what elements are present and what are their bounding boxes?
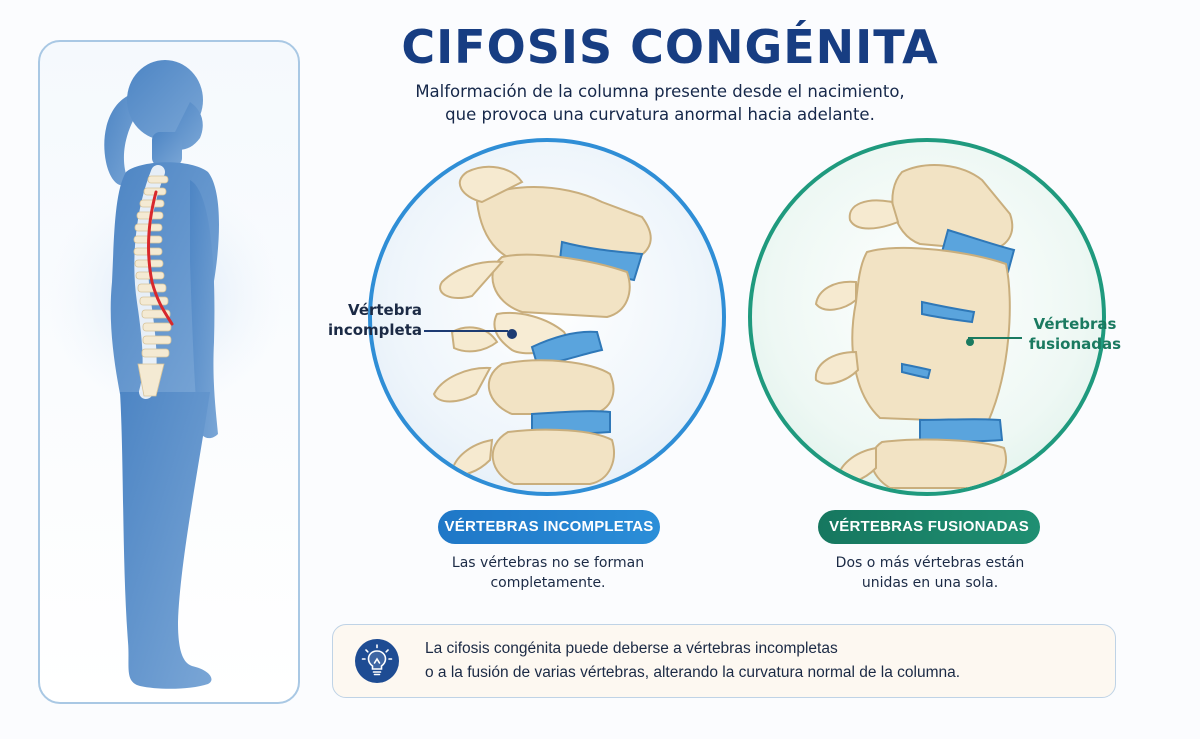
caption-incomplete-vertebrae: Las vértebras no se forman completamente… <box>418 553 678 593</box>
caption-incomplete-line-2: completamente. <box>490 575 606 591</box>
info-box: La cifosis congénita puede deberse a vér… <box>332 624 1116 698</box>
subtitle-line-1: Malformación de la columna presente desd… <box>415 82 905 101</box>
callout-fused-vertebrae: Vértebras fusionadas <box>1020 314 1130 354</box>
spine-segment-fused <box>814 164 1016 489</box>
spine-segment-incomplete <box>432 165 652 485</box>
subtitle-line-2: que provoca una curvatura anormal hacia … <box>445 105 875 124</box>
body-silhouette <box>104 60 219 689</box>
caption-fused-line-1: Dos o más vértebras están <box>835 555 1025 571</box>
caption-fused-line-2: unidas en una sola. <box>861 575 999 591</box>
info-line-1: La cifosis congénita puede deberse a vér… <box>425 640 838 657</box>
callout-incomplete-vertebra: Vértebra incompleta <box>322 300 422 340</box>
incomplete-vertebra-marker <box>507 329 517 339</box>
callout-incomplete-line-2: incompleta <box>328 321 422 339</box>
child-silhouette-illustration <box>47 60 283 689</box>
incomplete-vertebrae-illustration <box>368 138 726 496</box>
figure-panel <box>38 40 300 704</box>
callout-incomplete-line-1: Vértebra <box>348 301 422 319</box>
page-subtitle: Malformación de la columna presente desd… <box>330 80 990 126</box>
badge-incomplete-vertebrae: VÉRTEBRAS INCOMPLETAS <box>438 510 660 544</box>
info-line-2-part-2: alterando la curvatura normal de la colu… <box>649 664 961 681</box>
badge-fused-vertebrae: VÉRTEBRAS FUSIONADAS <box>818 510 1040 544</box>
callout-fused-line-2: fusionadas <box>1028 335 1122 353</box>
fused-vertebrae-marker <box>966 338 974 346</box>
info-text: La cifosis congénita puede deberse a vér… <box>425 637 1095 685</box>
lightbulb-icon <box>355 639 399 683</box>
page-title: CIFOSIS CONGÉNITA <box>401 20 939 74</box>
caption-incomplete-line-1: Las vértebras no se forman <box>451 555 645 571</box>
caption-fused-vertebrae: Dos o más vértebras están unidas en una … <box>800 553 1060 593</box>
info-line-2-part-1: o a la fusión de varias vértebras, <box>425 664 650 681</box>
callout-fused-line-1: Vértebras <box>1033 315 1117 333</box>
abnormal-curve-line <box>147 190 174 326</box>
fused-vertebrae-illustration <box>748 138 1106 496</box>
spine-illustration <box>133 165 172 399</box>
